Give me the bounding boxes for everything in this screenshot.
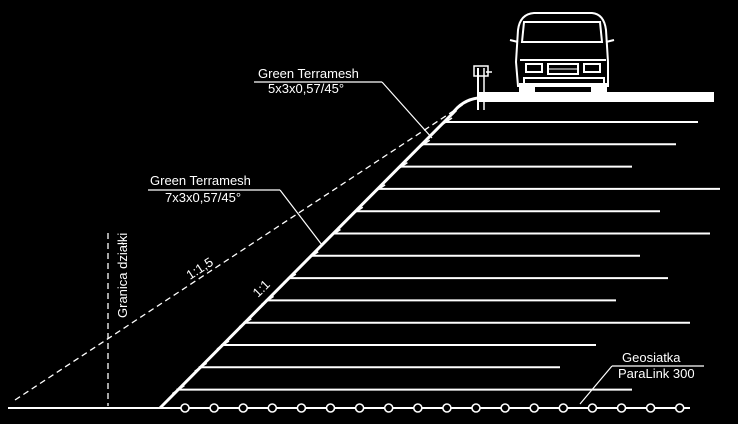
drainage-circle [238,403,248,413]
reinforcement-layer [305,251,640,261]
reinforcement-layer [439,117,698,127]
drainage-circle [529,403,540,413]
geogrid-leader [579,365,613,405]
drainage-circle [209,403,219,413]
reinforcement-layers [171,117,720,395]
reinforcement-layer [372,184,720,194]
van-icon [509,12,615,95]
crest-curve [450,96,479,115]
lower-mesh-spec: 7x3x0,57/45° [165,190,241,205]
reinforcement-layer [394,161,632,172]
reinforcement-layer [238,318,690,328]
drainage-circle [267,403,278,413]
drainage-chain [180,403,685,413]
drainage-circle [412,403,423,413]
drainage-circle [558,403,569,413]
top-mesh-leader [381,81,433,139]
reinforcement-layer [261,295,616,306]
reinforcement-layer [194,362,560,372]
drainage-circle [500,403,510,413]
drainage-circle [645,403,656,413]
drainage-circle [442,403,452,413]
drainage-circle [383,403,394,413]
drainage-circle [587,403,598,413]
geogrid-product: ParaLink 300 [618,366,695,381]
road-surface [478,92,714,102]
drainage-circle [674,403,685,413]
geogrid-name: Geosiatka [622,350,681,365]
drainage-circle [354,403,365,413]
boundary-label: Granica działki [115,233,130,318]
drainage-circle [325,403,336,413]
reinforcement-layer [417,139,676,149]
drainage-circle [471,403,481,413]
guardrail-post [473,65,492,110]
drainage-circle [616,403,627,413]
reinforcement-layer [171,384,632,395]
reinforcement-layer [350,206,660,216]
lower-mesh-leader [279,189,323,246]
reinforcement-layer [216,340,596,350]
top-mesh-spec: 5x3x0,57/45° [268,81,344,96]
slope-gentle-line [14,99,471,401]
drainage-circle [296,403,307,413]
drainage-circle [180,403,190,413]
reinforcement-layer [283,273,668,283]
lower-mesh-name: Green Terramesh [150,173,251,188]
top-mesh-name: Green Terramesh [258,66,359,81]
reinforcement-layer [328,228,710,239]
